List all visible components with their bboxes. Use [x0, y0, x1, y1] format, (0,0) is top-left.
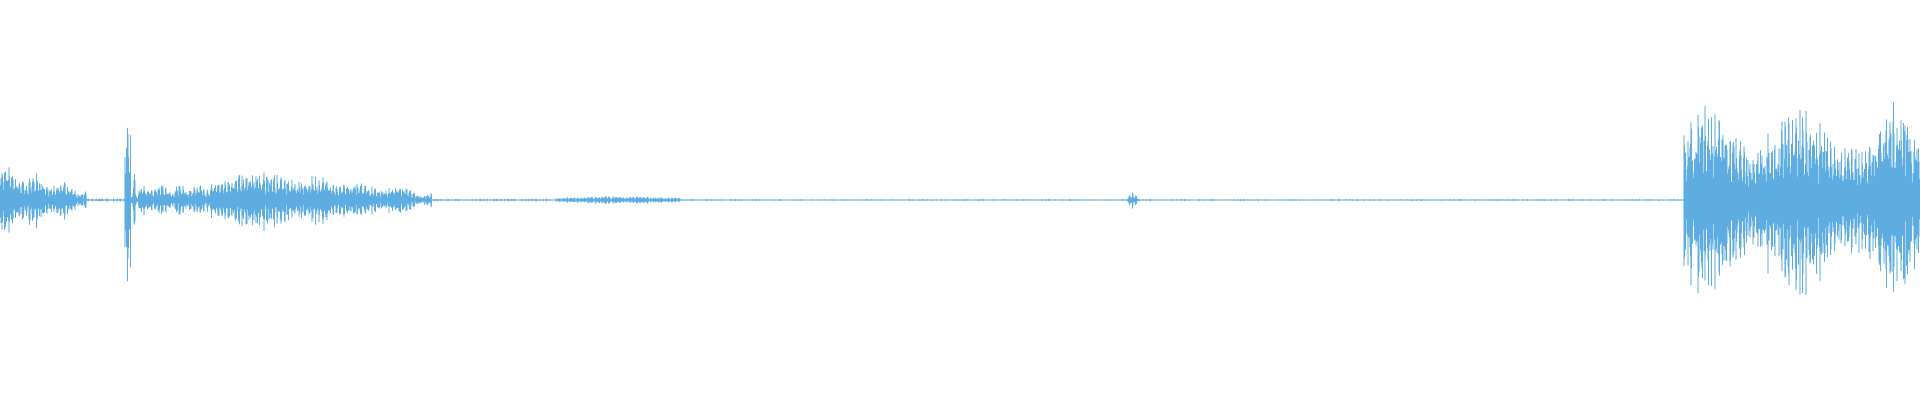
waveform-trace — [0, 102, 1920, 295]
